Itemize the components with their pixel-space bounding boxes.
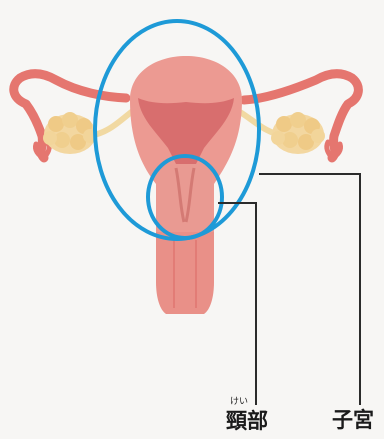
vagina bbox=[156, 232, 214, 314]
uterus-label: 子宮 bbox=[332, 410, 374, 431]
right-ovary bbox=[271, 112, 325, 154]
left-ovary bbox=[43, 112, 97, 154]
uterus-leader-line bbox=[259, 174, 360, 405]
cervix-leader-line bbox=[218, 203, 256, 405]
cervix-label: 頸部 bbox=[226, 411, 268, 432]
cervix-furigana: けい bbox=[230, 398, 248, 407]
